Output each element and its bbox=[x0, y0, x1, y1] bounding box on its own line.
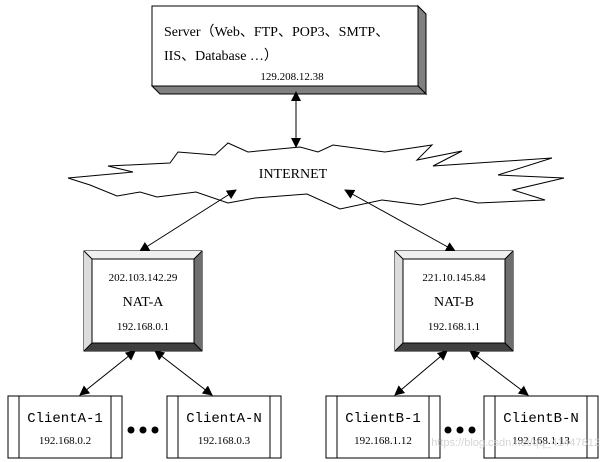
client-b1-name: ClientB-1 bbox=[345, 411, 421, 427]
arrow-internet-nat-a bbox=[139, 189, 237, 252]
nat-a-private-ip: 192.168.0.1 bbox=[117, 321, 169, 333]
client-bn-name: ClientB-N bbox=[503, 411, 579, 427]
internet-label: INTERNET bbox=[259, 167, 328, 182]
watermark-text: https://blog.csdn.net/qq_41447812 bbox=[431, 437, 600, 449]
nat-a-public-ip: 202.103.142.29 bbox=[109, 272, 178, 284]
nat-b-box: 221.10.145.84 NAT-B 192.168.1.1 bbox=[394, 250, 514, 352]
arrow-nat-a-client-a1 bbox=[79, 350, 136, 396]
nat-b-name: NAT-B bbox=[434, 295, 474, 310]
server-ip: 129.208.12.38 bbox=[260, 71, 324, 83]
client-b1-box: ClientB-1 192.168.1.12 bbox=[325, 395, 441, 459]
client-an-name: ClientA-N bbox=[186, 411, 262, 427]
server-box: Server（Web、FTP、POP3、SMTP、 IIS、Database …… bbox=[150, 4, 428, 96]
arrow-nat-a-client-an bbox=[154, 350, 213, 396]
arrow-nat-b-client-b1 bbox=[394, 350, 448, 396]
ellipsis-dots-a bbox=[127, 426, 159, 434]
client-a1-box: ClientA-1 192.168.0.2 bbox=[7, 395, 123, 459]
client-a1-ip: 192.168.0.2 bbox=[39, 435, 91, 447]
nat-a-name: NAT-A bbox=[123, 295, 165, 310]
client-an-box: ClientA-N 192.168.0.3 bbox=[166, 395, 282, 459]
client-b1-ip: 192.168.1.12 bbox=[354, 435, 412, 447]
server-title-line1: Server（Web、FTP、POP3、SMTP、 bbox=[164, 24, 389, 40]
nat-a-box: 202.103.142.29 NAT-A 192.168.0.1 bbox=[83, 250, 203, 352]
nat-b-public-ip: 221.10.145.84 bbox=[422, 272, 486, 284]
arrow-internet-nat-b bbox=[344, 189, 456, 252]
server-title-line2: IIS、Database …） bbox=[164, 48, 278, 64]
client-a1-name: ClientA-1 bbox=[27, 411, 103, 427]
ellipsis-dots-b bbox=[444, 426, 476, 434]
client-an-ip: 192.168.0.3 bbox=[198, 435, 251, 447]
client-bn-box: ClientB-N 192.168.1.13 bbox=[483, 395, 599, 459]
internet-cloud: INTERNET bbox=[67, 142, 565, 210]
client-bn-ip: 192.168.1.13 bbox=[512, 435, 570, 447]
arrow-nat-b-client-bn bbox=[469, 350, 529, 396]
nat-b-private-ip: 192.168.1.1 bbox=[428, 321, 480, 333]
